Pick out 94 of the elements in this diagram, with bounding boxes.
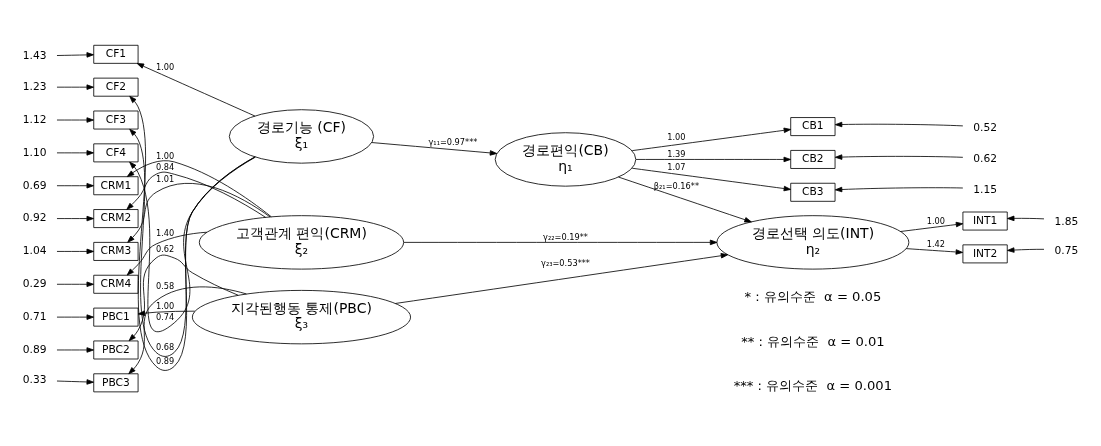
edge-label: γ₁₁=0.97*** — [428, 136, 478, 147]
node-box: CB2 — [790, 149, 836, 169]
node-text: 1.15 — [973, 182, 997, 196]
node-text: 0.33 — [22, 372, 47, 386]
edge-label: 1.00 — [667, 131, 686, 142]
node-ellipse: 지각된행동 통제(PBC) ξ₃ — [191, 289, 411, 344]
arrow — [56, 149, 94, 156]
node-box: CF4 — [93, 142, 139, 162]
arrow — [1007, 215, 1045, 221]
arrow — [56, 182, 94, 188]
edge-label: 1.00 — [156, 300, 175, 311]
node-text: 0.52 — [973, 120, 997, 134]
edge-label: 0.68 — [156, 341, 175, 352]
edge-label: 1.40 — [156, 227, 175, 238]
arrow — [126, 231, 208, 275]
edge-label: 1.01 — [156, 173, 175, 184]
arrow — [56, 215, 94, 221]
arrow — [618, 176, 752, 222]
node-text: 0.29 — [22, 276, 47, 290]
node-text: 1.23 — [22, 79, 47, 93]
arrow — [128, 286, 247, 374]
arrow — [129, 128, 256, 357]
arrow — [900, 221, 964, 232]
arrow — [136, 62, 256, 116]
node-box: CRM1 — [93, 175, 139, 195]
edge-label: 1.07 — [667, 161, 686, 172]
node-text: 0.89 — [22, 342, 47, 356]
arrow — [126, 159, 272, 217]
node-text: 0.62 — [973, 151, 997, 165]
edge-label: 0.89 — [156, 355, 175, 366]
node-text: 1.43 — [22, 48, 47, 62]
edge-label: 0.62 — [156, 243, 175, 254]
edge-label: 0.74 — [156, 311, 175, 322]
edge-label: 0.84 — [156, 161, 175, 172]
arrow — [834, 186, 964, 192]
arrow — [56, 346, 94, 353]
arrow — [56, 248, 94, 254]
arrow — [1007, 246, 1045, 253]
arrow — [56, 378, 94, 385]
node-box: INT1 — [962, 211, 1008, 230]
arrow — [126, 171, 266, 218]
node-box: PBC2 — [93, 340, 139, 359]
arrow — [56, 83, 94, 90]
node-ellipse: 고객관계 편익(CRM) ξ₂ — [198, 214, 405, 270]
arrow — [56, 313, 94, 320]
arrow — [631, 167, 792, 191]
arrow — [834, 121, 964, 127]
edge-label: 0.58 — [156, 280, 175, 291]
edge-label: 1.00 — [156, 150, 175, 161]
node-ellipse: 경로기능 (CF) ξ₁ — [228, 108, 375, 164]
edge-label: β₂₁=0.16** — [653, 180, 699, 191]
arrow — [635, 156, 791, 162]
arrow — [905, 247, 963, 255]
arrow — [371, 141, 498, 156]
edge-label: γ₂₃=0.53*** — [541, 257, 590, 268]
node-box: CF2 — [93, 77, 139, 97]
arrow — [631, 127, 792, 151]
node-ellipse: 경로편익(CB) η₁ — [494, 131, 637, 187]
edge-label: 1.42 — [926, 238, 945, 249]
node-text: 1.10 — [22, 145, 47, 159]
edge-label: γ₂₂=0.19** — [543, 231, 588, 242]
arrow — [129, 95, 256, 371]
node-text: 0.75 — [1054, 243, 1079, 257]
arrow — [834, 153, 964, 160]
node-box: CRM4 — [93, 274, 139, 294]
node-box: CB3 — [790, 182, 836, 202]
node-text: 1.85 — [1054, 214, 1079, 228]
arrow — [56, 281, 94, 287]
arrow — [395, 252, 729, 304]
edge-label: 1.00 — [156, 61, 175, 72]
label: *** : 유의수준 α = 0.001 — [733, 377, 893, 393]
node-box: CRM3 — [93, 241, 139, 261]
label: ** : 유의수준 α = 0.01 — [741, 333, 885, 349]
node-box: CRM2 — [93, 208, 139, 228]
arrow — [56, 116, 94, 123]
edge-label: 1.00 — [926, 215, 945, 225]
node-box: PBC1 — [93, 307, 139, 327]
node-text: 1.04 — [22, 243, 47, 257]
node-box: PBC3 — [93, 372, 139, 392]
node-box: CF1 — [93, 44, 139, 64]
node-box: CB1 — [790, 116, 836, 136]
arrow — [127, 182, 271, 243]
node-text: 0.69 — [22, 178, 47, 192]
node-box: INT2 — [962, 243, 1008, 263]
arrow — [129, 156, 256, 332]
arrow — [403, 239, 718, 245]
arrow — [56, 51, 94, 58]
edge-label: 1.39 — [667, 148, 686, 159]
node-text: 1.12 — [22, 112, 47, 126]
arrow — [128, 254, 239, 341]
node-text: 0.71 — [22, 309, 47, 323]
label: * : 유의수준 α = 0.05 — [744, 288, 882, 304]
node-text: 0.92 — [22, 210, 47, 224]
node-box: CF3 — [93, 110, 139, 129]
